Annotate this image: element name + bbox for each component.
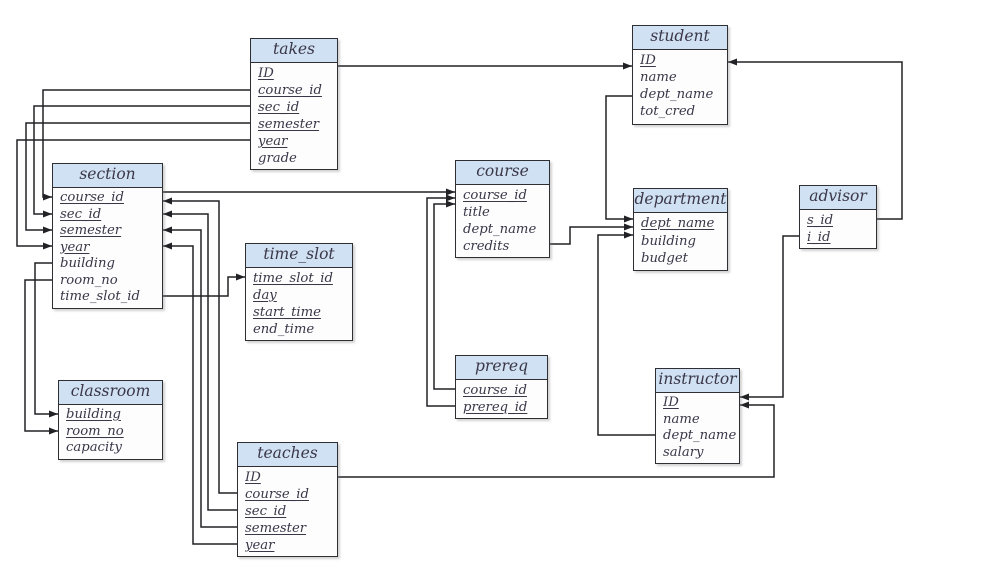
attribute-section-time-slot-id: time_slot_id bbox=[60, 289, 140, 304]
relationship-prereq-course-id-to-course-course-id bbox=[433, 200, 455, 390]
attribute-section-room-no: room_no bbox=[60, 272, 118, 288]
attribute-advisor-s-id: s_id bbox=[807, 213, 834, 228]
attribute-section-year: year bbox=[60, 239, 90, 255]
attribute-classroom-room-no: room_no bbox=[66, 423, 124, 439]
relationship-advisor-i-id-to-instructor-id bbox=[740, 235, 799, 401]
entity-classroom-title: classroom bbox=[59, 381, 162, 405]
relationship-takes-semester-to-section-semester bbox=[25, 122, 250, 234]
relationship-teaches-year-to-section-year bbox=[163, 242, 237, 545]
entity-teaches-title: teaches bbox=[238, 443, 337, 467]
relationship-takes-year-to-section-year bbox=[16, 139, 250, 250]
entity-advisor-attributes: s_id i_id bbox=[800, 210, 876, 246]
attribute-teaches-id: ID bbox=[245, 470, 261, 485]
relationship-course-dept-name-to-department-dept-name bbox=[550, 223, 633, 245]
relationship-instructor-dept-name-to-department-dept-name bbox=[597, 231, 655, 436]
entity-section-title: section bbox=[53, 164, 162, 188]
entity-prereq-attributes: course_id prereq_id bbox=[456, 380, 547, 416]
attribute-course-title: title bbox=[463, 205, 490, 220]
relationship-teaches-sec-id-to-section-sec-id bbox=[163, 210, 237, 511]
attribute-section-building: building bbox=[60, 256, 115, 271]
attribute-takes-course-id: course_id bbox=[258, 83, 322, 98]
attribute-section-semester: semester bbox=[60, 223, 122, 238]
attribute-department-dept-name: dept_name bbox=[641, 216, 715, 231]
attribute-course-course-id: course_id bbox=[463, 188, 527, 203]
attribute-instructor-dept-name: dept_name bbox=[663, 428, 736, 443]
attribute-course-credits: credits bbox=[463, 239, 510, 254]
relationship-prereq-prereq-id-to-course-course-id bbox=[426, 194, 455, 407]
attribute-student-name: name bbox=[640, 70, 677, 85]
entity-takes-title: takes bbox=[251, 39, 337, 63]
entity-department: department dept_name building budget bbox=[633, 188, 728, 271]
attribute-time-slot-start-time: start_time bbox=[253, 305, 321, 320]
attribute-department-budget: budget bbox=[641, 251, 688, 266]
entity-department-title: department bbox=[634, 189, 727, 213]
relationship-section-building-to-classroom-building bbox=[34, 262, 58, 418]
relationship-takes-course-id-to-section-course-id bbox=[42, 89, 250, 201]
attribute-time-slot-end-time: end_time bbox=[253, 322, 315, 337]
relationship-student-dept-name-to-department-dept-name bbox=[605, 95, 633, 223]
entity-student-title: student bbox=[633, 26, 727, 50]
attribute-classroom-capacity: capacity bbox=[66, 440, 122, 455]
attribute-advisor-i-id: i_id bbox=[807, 230, 831, 245]
attribute-student-dept-name: dept_name bbox=[640, 87, 714, 102]
attribute-section-sec-id: sec_id bbox=[60, 206, 102, 222]
entity-time-slot-title: time_slot bbox=[246, 244, 352, 268]
relationship-section-room-no-to-classroom-room-no bbox=[24, 279, 58, 435]
attribute-department-building: building bbox=[641, 233, 696, 249]
relationship-teaches-course-id-to-section-course-id bbox=[163, 197, 237, 494]
entity-department-attributes: dept_name building budget bbox=[634, 213, 727, 268]
attribute-instructor-salary: salary bbox=[663, 444, 704, 460]
attribute-teaches-year: year bbox=[245, 538, 275, 553]
relationship-teaches-id-to-instructor-id bbox=[338, 401, 775, 478]
entity-advisor-title: advisor bbox=[800, 186, 876, 210]
entity-prereq-title: prereq bbox=[456, 356, 547, 380]
relationship-advisor-s-id-to-student-id bbox=[728, 58, 903, 220]
attribute-prereq-prereq-id: prereq_id bbox=[463, 400, 528, 415]
attribute-instructor-name: name bbox=[663, 411, 700, 427]
attribute-time-slot-time-slot-id: time_slot_id bbox=[253, 271, 333, 286]
attribute-takes-sec-id: sec_id bbox=[258, 100, 300, 115]
entity-course-title: course bbox=[456, 161, 549, 185]
relationship-takes-sec-id-to-section-sec-id bbox=[33, 105, 250, 218]
attribute-student-id: ID bbox=[640, 53, 656, 68]
attribute-takes-id: ID bbox=[258, 66, 274, 81]
attribute-takes-year: year bbox=[258, 134, 288, 149]
attribute-course-dept-name: dept_name bbox=[463, 222, 537, 237]
entity-instructor-title: instructor bbox=[656, 369, 739, 393]
entity-student-attributes: ID name dept_name tot_cred bbox=[633, 50, 727, 120]
attribute-teaches-course-id: course_id bbox=[245, 487, 309, 502]
entity-takes-attributes: ID course_id sec_id semester year grade bbox=[251, 63, 337, 167]
entity-prereq: prereq course_id prereq_id bbox=[455, 355, 548, 419]
entity-teaches-attributes: ID course_id sec_id semester year bbox=[238, 467, 337, 554]
relationship-teaches-semester-to-section-semester bbox=[163, 226, 237, 528]
relationship-section-time-slot-id-to-time-slot-time-slot-id bbox=[163, 273, 245, 297]
attribute-classroom-building: building bbox=[66, 407, 121, 422]
attribute-takes-semester: semester bbox=[258, 117, 320, 132]
attribute-teaches-sec-id: sec_id bbox=[245, 504, 287, 519]
attribute-section-course-id: course_id bbox=[60, 190, 124, 205]
attribute-teaches-semester: semester bbox=[245, 521, 307, 536]
attribute-time-slot-day: day bbox=[253, 288, 277, 303]
attribute-instructor-id: ID bbox=[663, 395, 679, 410]
attribute-prereq-course-id: course_id bbox=[463, 383, 527, 398]
entity-advisor: advisor s_id i_id bbox=[799, 185, 877, 249]
attribute-student-tot-cred: tot_cred bbox=[640, 104, 696, 119]
attribute-takes-grade: grade bbox=[258, 151, 297, 166]
